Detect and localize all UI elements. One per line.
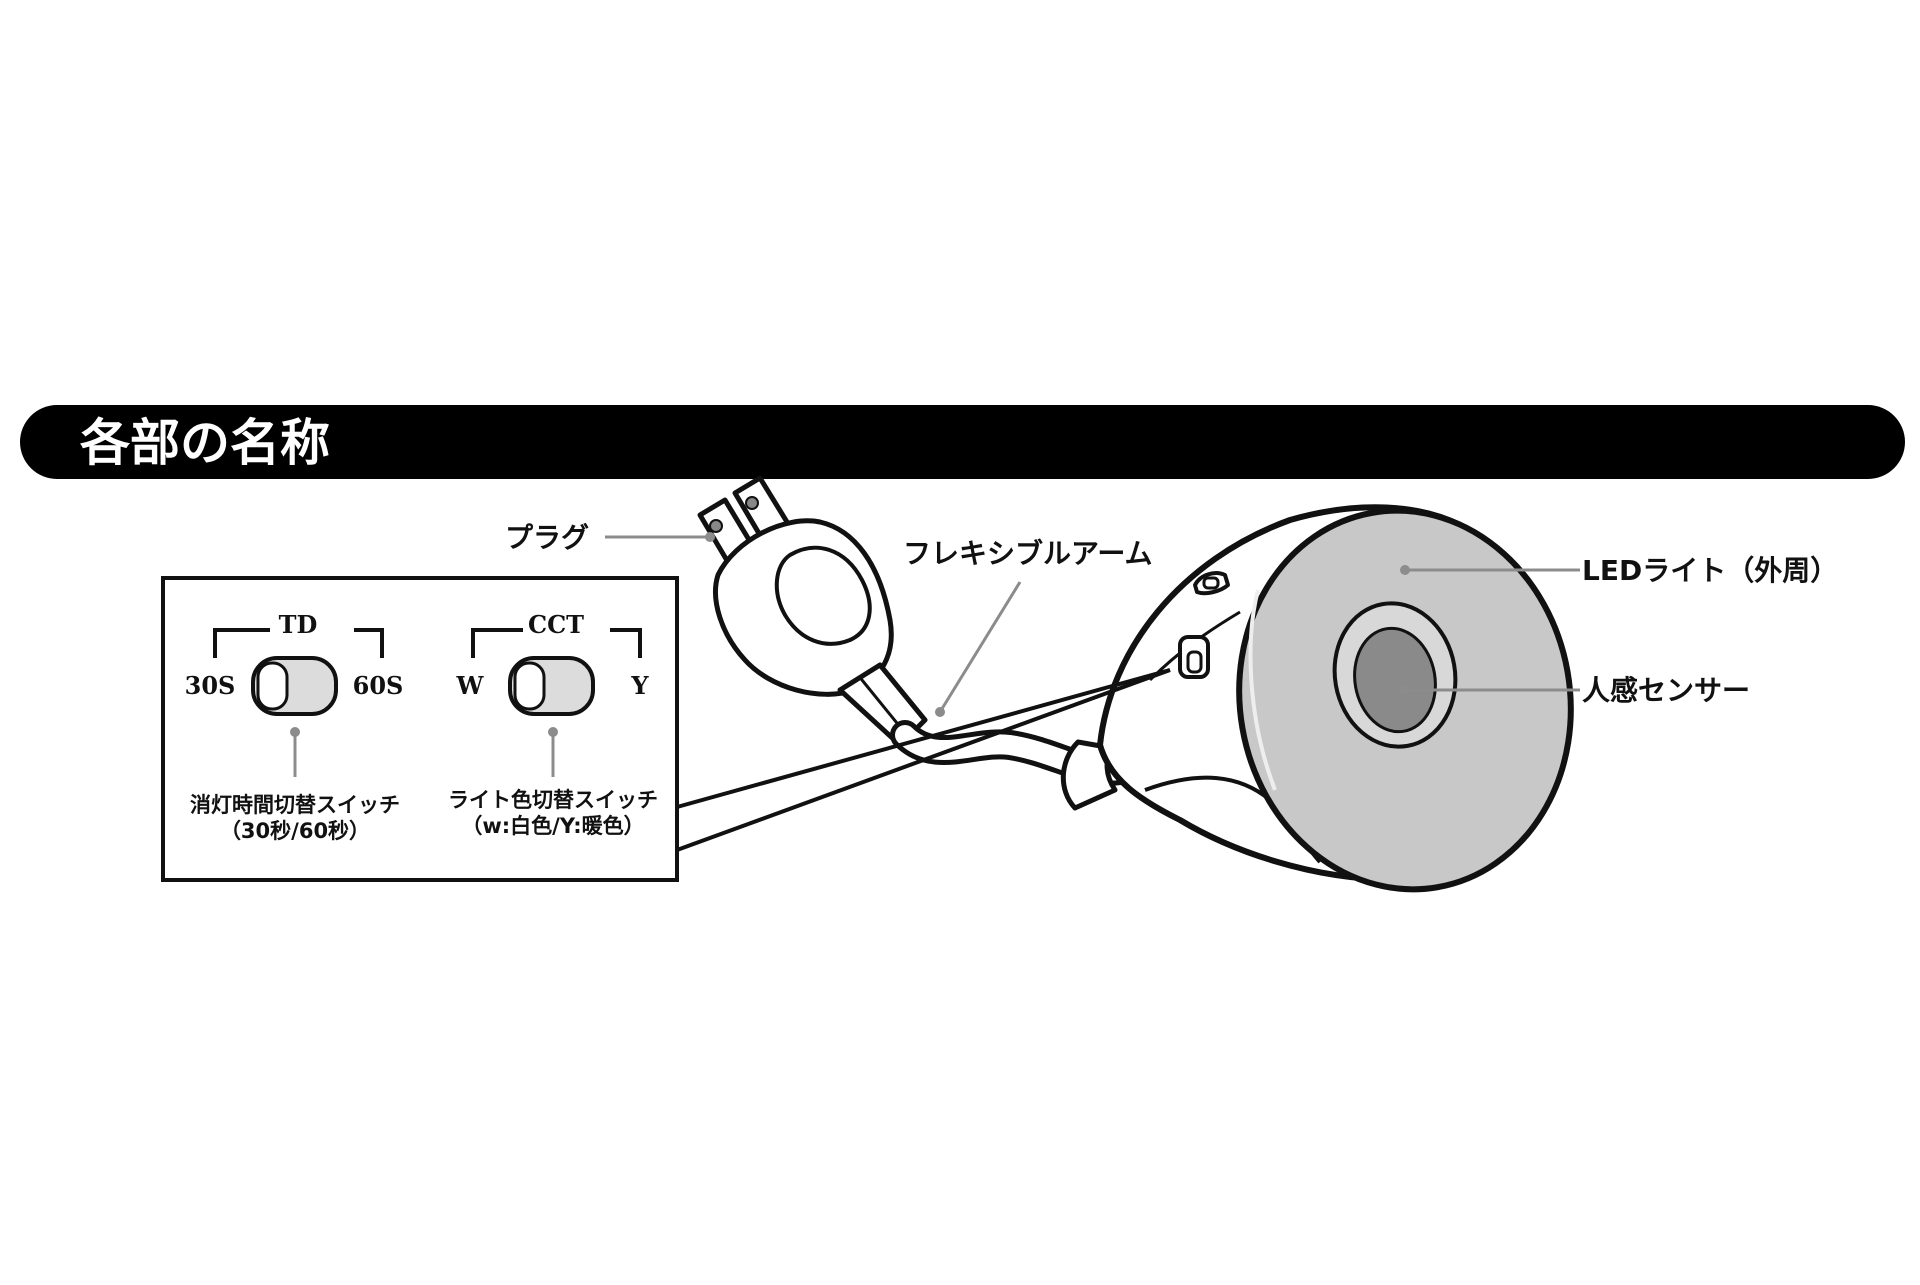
led-light-label: LEDライト（外周）	[1582, 554, 1838, 587]
td-switch-caption-line1: 消灯時間切替スイッチ	[190, 793, 400, 817]
lamp-cct-switch-window	[1178, 635, 1210, 679]
flexible-arm	[890, 720, 1135, 811]
motion-sensor-callout: 人感センサー	[1399, 674, 1750, 707]
plug-prong-hole-front	[709, 519, 723, 533]
plug-label: プラグ	[505, 521, 589, 554]
td-switch-caption-line2: （30秒/60秒）	[220, 819, 370, 843]
td-left-label: 30S	[185, 671, 236, 700]
cct-switch-group: CCT W Y ライト色切替スイッチ （w:白色/Y:暖色）	[448, 610, 658, 838]
cct-switch-slider[interactable]	[513, 661, 546, 711]
flexible-arm-label: フレキシブルアーム	[903, 537, 1152, 570]
cct-bracket	[471, 628, 642, 658]
plug-face	[774, 545, 872, 646]
motion-sensor-label: 人感センサー	[1582, 674, 1750, 707]
lamp-td-switch-window	[1193, 571, 1230, 596]
plug-illustration	[697, 475, 928, 748]
td-switch-title: TD	[279, 610, 318, 639]
flexible-arm-callout: フレキシブルアーム	[903, 537, 1152, 717]
td-switch-slider[interactable]	[256, 661, 289, 711]
lamp-head	[1097, 504, 1574, 893]
title-banner	[20, 405, 1905, 479]
td-bracket	[213, 628, 384, 658]
led-light-callout: LEDライト（外周）	[1400, 554, 1838, 587]
cct-right-label: Y	[630, 671, 649, 700]
td-right-label: 60S	[353, 671, 404, 700]
cct-switch-title: CCT	[528, 610, 584, 639]
section-title: 各部の名称	[80, 414, 330, 472]
zoom-callout	[676, 668, 1171, 852]
cct-left-label: W	[456, 671, 485, 700]
cct-switch-caption-line1: ライト色切替スイッチ	[448, 788, 658, 812]
motion-sensor-lens	[1353, 626, 1437, 734]
plug-callout: プラグ	[505, 521, 715, 554]
td-switch-group: TD 30S 60S 消灯時間切替スイッチ （30秒/60秒）	[185, 610, 404, 843]
plug-prong-hole-back	[745, 496, 759, 510]
cct-switch-caption-line2: （w:白色/Y:暖色）	[461, 814, 644, 838]
